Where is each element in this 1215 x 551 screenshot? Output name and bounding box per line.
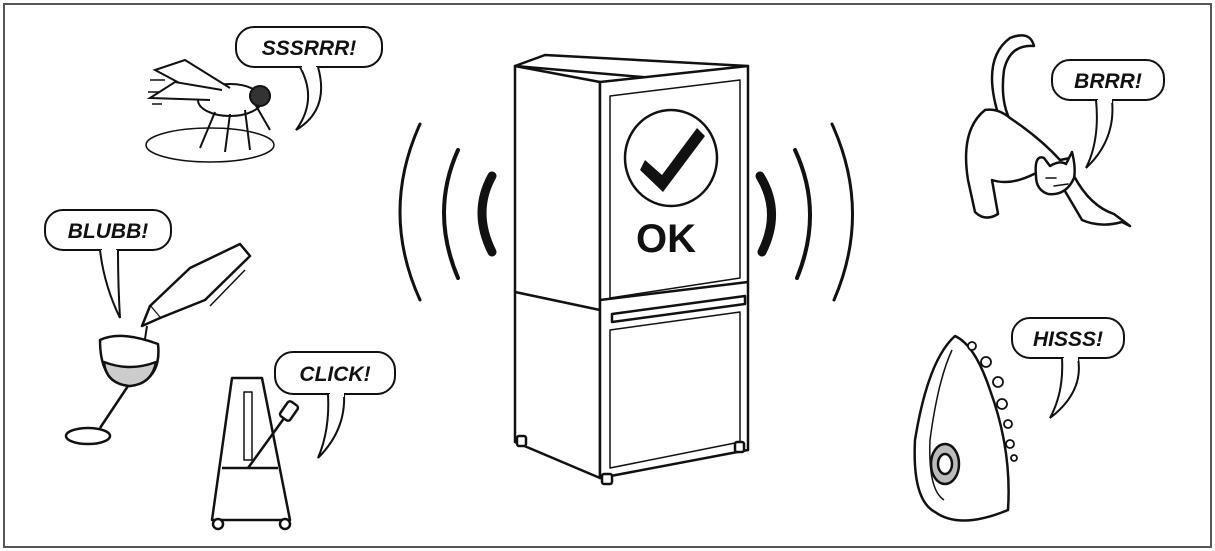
frame-border [3, 3, 1212, 548]
cat-icon [964, 34, 1132, 228]
fly-icon [145, 58, 275, 163]
sound-label-fly: SSSRRR! [262, 37, 357, 60]
sound-label-wine: BLUBB! [68, 220, 148, 243]
sound-label-metronome: CLICK! [299, 363, 370, 386]
bubble-iron: HISSS! [1011, 317, 1125, 419]
fridge-icon [513, 53, 750, 486]
steam-iron-icon [913, 334, 1018, 522]
fridge-status-label: OK [636, 217, 696, 261]
bubble-wine: BLUBB! [44, 209, 172, 319]
bubble-cat: BRRR! [1051, 59, 1165, 169]
sound-wave-right [755, 122, 854, 302]
sound-label-cat: BRRR! [1074, 70, 1142, 93]
bubble-fly: SSSRRR! [235, 26, 383, 131]
sound-wave-left [398, 122, 497, 302]
metronome-icon [210, 376, 300, 531]
sound-label-iron: HISSS! [1033, 328, 1103, 351]
bubble-metronome: CLICK! [274, 351, 396, 459]
wine-pour-icon [64, 242, 252, 446]
checkmark-icon [623, 108, 719, 208]
